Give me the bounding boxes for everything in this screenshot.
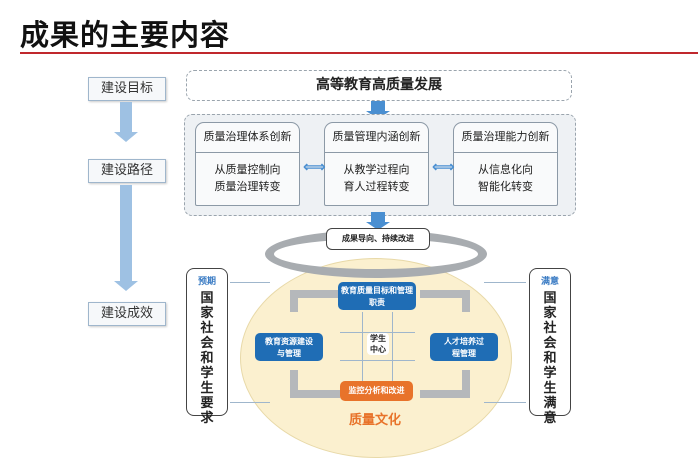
down-arrow-icon: [114, 185, 138, 291]
path-card-text: 从教学过程向: [343, 163, 410, 176]
step-path: 建设路径: [88, 159, 166, 183]
step-result: 建设成效: [88, 302, 166, 326]
path-card-title: 质量治理能力创新: [454, 123, 557, 153]
path-card-text: 从质量控制向: [214, 163, 281, 176]
student-center: 学生中心: [367, 333, 389, 355]
path-card-title: 质量管理内涵创新: [325, 123, 428, 153]
node-training: 人才培养过程管理: [430, 333, 498, 361]
connector-line: [340, 360, 415, 361]
node-goals: 教育质量目标和管理职责: [338, 282, 416, 310]
satisfaction-box: 满意 国家社会和学生满意: [529, 268, 571, 426]
node-monitoring: 监控分析和改进: [340, 381, 413, 401]
connector-line: [230, 402, 270, 403]
step-goal: 建设目标: [88, 77, 166, 101]
path-card-text: 质量治理转变: [214, 180, 281, 193]
satisfaction-tag: 满意: [540, 277, 559, 287]
connector-line: [484, 402, 526, 403]
path-card-text: 育人过程转变: [343, 180, 410, 193]
connector-line: [484, 282, 526, 283]
double-arrow-icon: ⟺: [303, 157, 326, 176]
down-arrow-icon: [366, 212, 390, 230]
path-card: 质量治理能力创新 从信息化向智能化转变: [453, 122, 558, 206]
expectation-tag: 预期: [197, 277, 216, 287]
down-arrow-icon: [114, 102, 138, 142]
title-divider: [20, 52, 698, 54]
page-title: 成果的主要内容: [20, 18, 231, 52]
connector-line: [340, 332, 415, 333]
cycle-arrow-icon: [462, 290, 470, 312]
cycle-arrow-icon: [290, 390, 340, 398]
connector-line: [362, 312, 363, 382]
path-card: 质量治理体系创新 从质量控制向质量治理转变: [195, 122, 300, 206]
cycle-arrow-icon: [462, 370, 470, 396]
path-card: 质量管理内涵创新 从教学过程向育人过程转变: [324, 122, 429, 206]
satisfaction-text: 国家社会和学生满意: [543, 291, 557, 426]
node-resources: 教育资源建设与管理: [255, 333, 323, 361]
path-card-text: 智能化转变: [478, 180, 533, 193]
cycle-arrow-icon: [290, 370, 298, 396]
path-card-title: 质量治理体系创新: [196, 123, 299, 153]
expectation-box: 预期 国家社会和学生要求: [186, 268, 228, 426]
orientation-box: 成果导向、持续改进: [326, 228, 430, 250]
expectation-text: 国家社会和学生要求: [200, 291, 214, 426]
goal-box: 高等教育高质量发展: [186, 70, 572, 101]
double-arrow-icon: ⟺: [432, 157, 455, 176]
down-arrow-icon: [366, 101, 390, 119]
cycle-arrow-icon: [290, 290, 298, 312]
path-card-text: 从信息化向: [478, 163, 533, 176]
cycle-arrow-icon: [290, 290, 342, 298]
cycle-arrow-icon: [420, 290, 470, 298]
connector-line: [392, 312, 393, 382]
quality-culture: 质量文化: [349, 413, 402, 428]
connector-line: [230, 282, 270, 283]
cycle-arrow-icon: [420, 390, 470, 398]
